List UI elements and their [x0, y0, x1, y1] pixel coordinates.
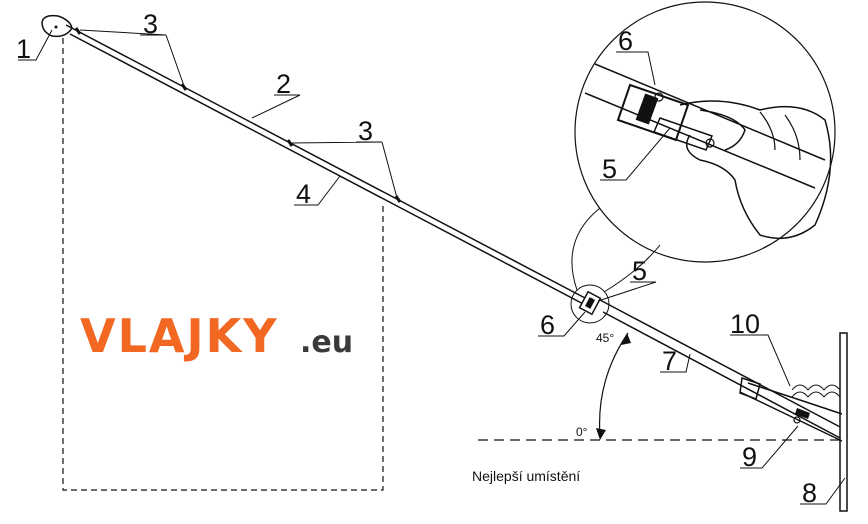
angle-45-label: 45°: [596, 331, 614, 345]
callout-10: 10: [730, 309, 760, 339]
callout-9: 9: [742, 442, 757, 472]
flag-outline: [62, 38, 384, 491]
finial-icon: [41, 14, 73, 38]
placement-caption: Nejlepší umístění: [472, 468, 580, 484]
angle-indicator: 45° 0°: [478, 331, 842, 441]
pole-joint: [570, 284, 610, 324]
detail-callout-6: 6: [618, 26, 633, 56]
callout-leaders: [18, 29, 846, 505]
logo-tld-text: .eu: [300, 325, 353, 360]
callout-8: 8: [802, 478, 817, 508]
callout-6: 6: [540, 310, 555, 340]
callout-7: 7: [662, 346, 677, 376]
angle-0-label: 0°: [576, 425, 588, 439]
logo-brand-text: VLAJKY: [80, 309, 279, 363]
flagpole: [65, 24, 843, 440]
callout-3a: 3: [143, 9, 158, 39]
brand-logo: VLAJKY .eu: [80, 309, 353, 363]
wall-bracket: [739, 332, 848, 512]
callout-1: 1: [16, 34, 31, 64]
clamp-detail-view: [574, 1, 836, 263]
callout-4: 4: [296, 179, 311, 209]
callout-3b: 3: [358, 116, 373, 146]
detail-callout-5: 5: [602, 154, 617, 184]
callout-2: 2: [276, 69, 291, 99]
callout-5: 5: [632, 256, 647, 286]
